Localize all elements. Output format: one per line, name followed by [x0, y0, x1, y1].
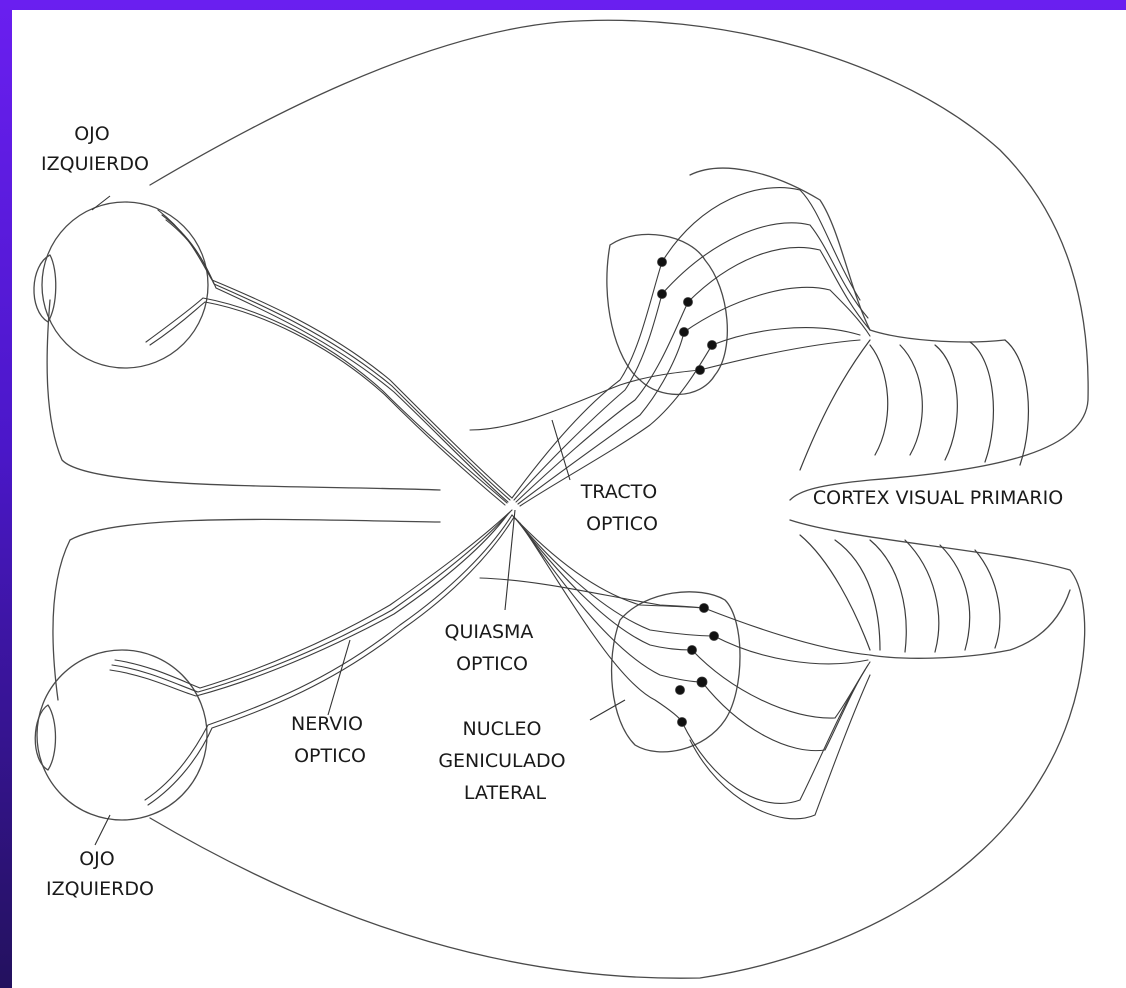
lgn-neurons-top	[658, 258, 717, 375]
optic-radiations-bottom	[682, 608, 870, 819]
leader-bottom-eye	[95, 815, 110, 845]
bottom-eye	[35, 650, 207, 820]
leader-lgn	[590, 700, 625, 720]
label-optic-chiasm: QUIASMA OPTICO	[445, 621, 540, 675]
optic-tract-fibers-top	[470, 262, 712, 506]
lgn-neurons-bottom	[676, 604, 719, 727]
leader-top-eye	[92, 196, 110, 210]
leader-optic-chiasm	[505, 510, 515, 610]
label-primary-visual-cortex: CORTEX VISUAL PRIMARIO	[813, 487, 1063, 509]
label-left-eye-top: OJO IZQUIERDO	[41, 123, 149, 175]
label-optic-nerve: NERVIO OPTICO	[291, 713, 369, 767]
lgn-bottom-outline	[612, 592, 740, 752]
label-lateral-geniculate-nucleus: NUCLEO GENICULADO LATERAL	[438, 718, 571, 804]
optic-radiations-top	[662, 188, 870, 370]
optic-radiation-contours	[690, 168, 1070, 658]
bottom-eyeball	[37, 650, 207, 820]
label-optic-tract: TRACTO OPTICO	[580, 481, 664, 535]
top-eyeball	[42, 202, 208, 368]
cortex-folds-bottom	[800, 535, 1000, 652]
lgn-top-outline	[607, 234, 727, 394]
optic-nerve-fibers-top	[146, 210, 512, 505]
top-eye	[34, 202, 208, 368]
label-left-eye-bottom: OJO IZQUIERDO	[46, 848, 154, 900]
cortex-folds-top	[800, 340, 1028, 470]
leader-optic-nerve	[328, 640, 350, 715]
bottom-eye-lens	[35, 705, 55, 770]
